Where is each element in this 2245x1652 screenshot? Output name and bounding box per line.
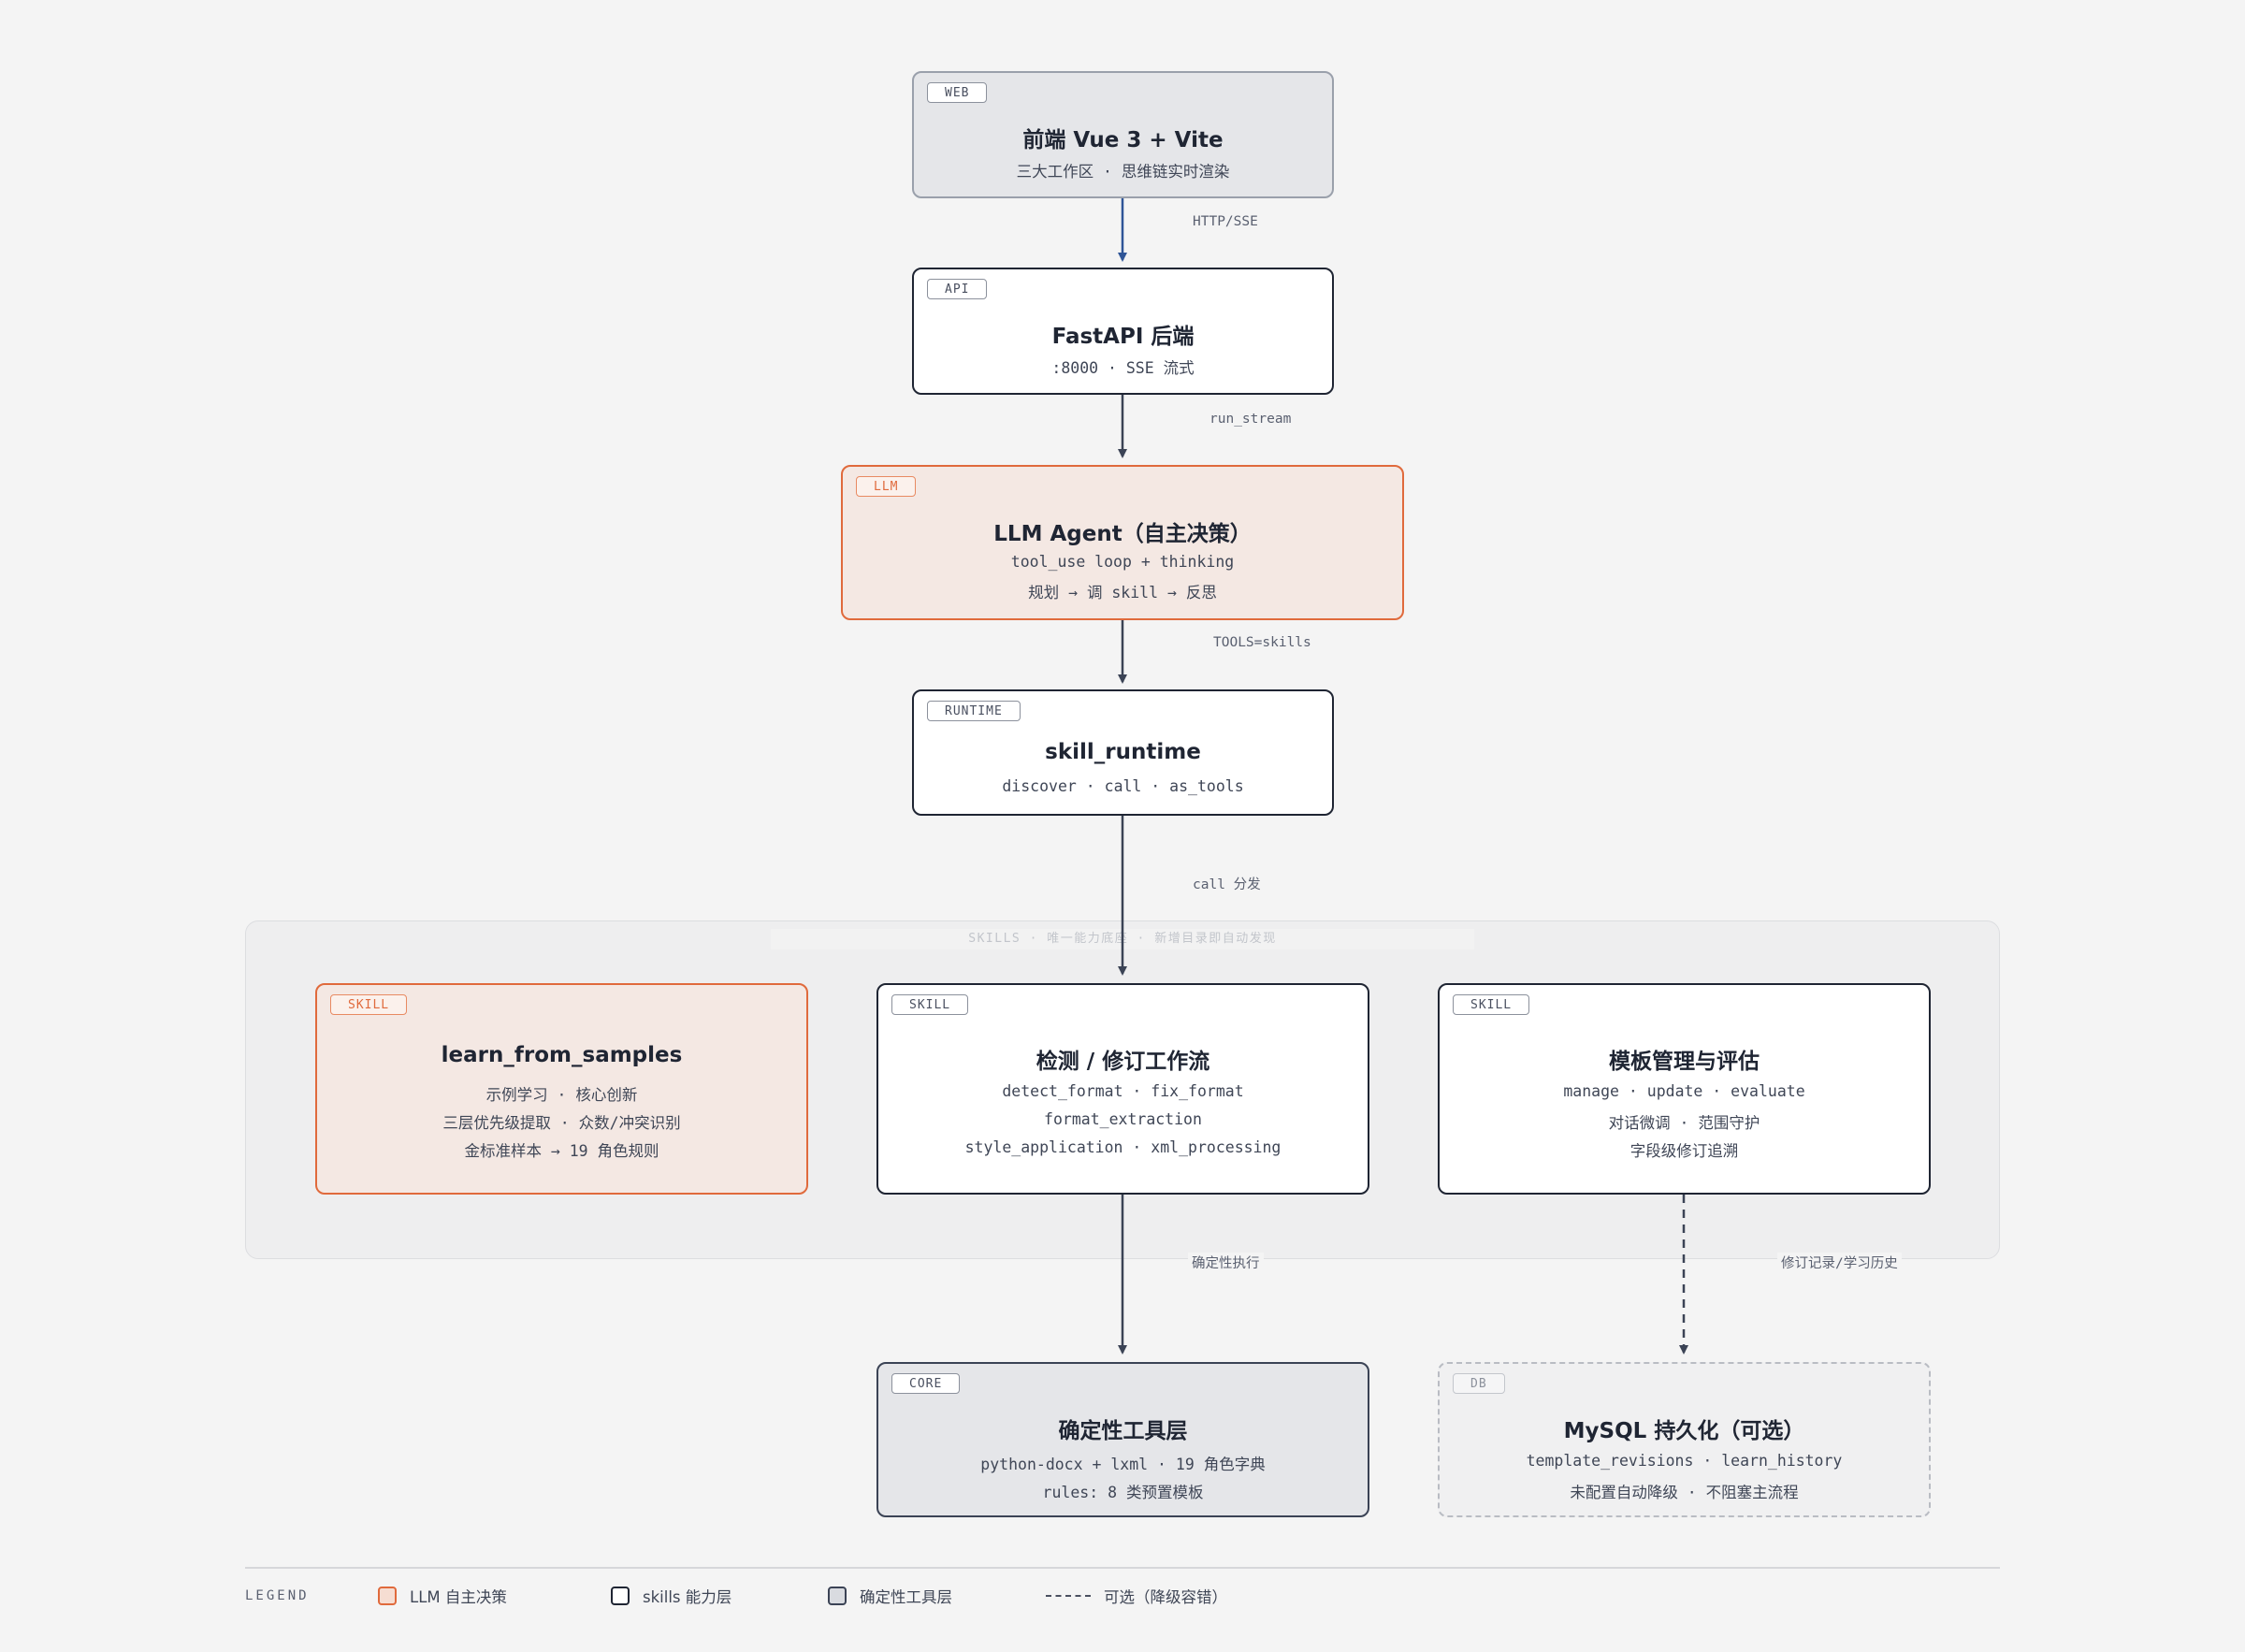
node-runtime-title: skill_runtime	[1045, 740, 1201, 764]
edge-label-template-db: 修订记录/学习历史	[1777, 1253, 1902, 1272]
node-db-tag: DB	[1453, 1373, 1505, 1394]
legend-swatch-llm	[378, 1587, 397, 1605]
node-runtime-line-1: discover · call · as_tools	[1002, 777, 1244, 795]
node-learn-line-2: 三层优先级提取 · 众数/冲突识别	[442, 1114, 681, 1132]
edge-label-api-llm: run_stream	[1209, 412, 1292, 427]
node-db-title: MySQL 持久化（可选）	[1563, 1419, 1805, 1443]
node-api-line-1: :8000 · SSE 流式	[1051, 359, 1195, 377]
node-web-title: 前端 Vue 3 + Vite	[1022, 128, 1224, 152]
node-learn-line-1: 示例学习 · 核心创新	[485, 1086, 638, 1104]
node-web-line-1: 三大工作区 · 思维链实时渲染	[1016, 163, 1230, 181]
legend-swatch-dashed-line	[1046, 1595, 1091, 1597]
legend-item-llm: LLM 自主决策	[378, 1585, 507, 1607]
node-core-tools: CORE 确定性工具层 python-docx + lxml · 19 角色字典…	[876, 1362, 1369, 1517]
node-web-frontend: WEB 前端 Vue 3 + Vite 三大工作区 · 思维链实时渲染	[912, 71, 1334, 198]
edge-label-llm-runtime: TOOLS=skills	[1213, 635, 1311, 650]
legend-label-skills: skills 能力层	[643, 1588, 732, 1606]
node-llm-tag: LLM	[856, 476, 917, 497]
edge-label-runtime-skills: call 分发	[1193, 877, 1261, 892]
legend-swatch-skills	[611, 1587, 630, 1605]
node-llm-agent: LLM LLM Agent（自主决策） tool_use loop + thin…	[841, 465, 1404, 620]
node-mysql-db: DB MySQL 持久化（可选） template_revisions · le…	[1438, 1362, 1931, 1517]
node-llm-title: LLM Agent（自主决策）	[993, 522, 1252, 546]
legend-divider	[245, 1567, 2000, 1569]
node-core-line-2: rules: 8 类预置模板	[1042, 1484, 1204, 1501]
node-api-title: FastAPI 后端	[1051, 325, 1195, 349]
node-api-backend: API FastAPI 后端 :8000 · SSE 流式	[912, 268, 1334, 395]
node-detect-line-1: detect_format · fix_format	[1002, 1082, 1244, 1100]
node-learn-line-3: 金标准样本 → 19 角色规则	[464, 1142, 659, 1160]
node-skill-detect-fix-workflow: SKILL 检测 / 修订工作流 detect_format · fix_for…	[876, 983, 1369, 1195]
node-template-line-1: manage · update · evaluate	[1563, 1082, 1805, 1100]
node-detect-line-3: style_application · xml_processing	[964, 1138, 1282, 1156]
legend-swatch-core	[828, 1587, 847, 1605]
legend-label-optional: 可选（降级容错）	[1104, 1588, 1227, 1606]
legend-title: LEGEND	[245, 1588, 310, 1603]
legend-label-llm: LLM 自主决策	[410, 1588, 507, 1606]
node-skill-learn-from-samples: SKILL learn_from_samples 示例学习 · 核心创新 三层优…	[315, 983, 808, 1195]
node-detect-tag: SKILL	[891, 994, 969, 1015]
node-detect-title: 检测 / 修订工作流	[1036, 1050, 1210, 1074]
node-template-line-3: 字段级修订追溯	[1629, 1142, 1739, 1160]
edge-label-detect-core: 确定性执行	[1188, 1253, 1264, 1272]
node-skill-template-management: SKILL 模板管理与评估 manage · update · evaluate…	[1438, 983, 1931, 1195]
node-api-tag: API	[927, 279, 988, 299]
node-core-tag: CORE	[891, 1373, 961, 1394]
node-db-line-1: template_revisions · learn_history	[1526, 1452, 1843, 1470]
legend-label-core: 确定性工具层	[860, 1588, 952, 1606]
node-learn-tag: SKILL	[330, 994, 408, 1015]
node-detect-line-2: format_extraction	[1044, 1110, 1202, 1128]
node-template-line-2: 对话微调 · 范围守护	[1608, 1114, 1760, 1132]
node-template-tag: SKILL	[1453, 994, 1530, 1015]
node-db-line-2: 未配置自动降级 · 不阻塞主流程	[1570, 1484, 1799, 1501]
node-learn-title: learn_from_samples	[441, 1043, 683, 1067]
node-core-title: 确定性工具层	[1058, 1419, 1188, 1443]
edge-label-web-api: HTTP/SSE	[1193, 214, 1258, 229]
legend-item-skills: skills 能力层	[611, 1585, 731, 1607]
node-template-title: 模板管理与评估	[1609, 1050, 1760, 1074]
legend-item-core: 确定性工具层	[828, 1585, 952, 1607]
node-core-line-1: python-docx + lxml · 19 角色字典	[980, 1456, 1266, 1473]
node-runtime-tag: RUNTIME	[927, 701, 1021, 721]
legend-item-optional: 可选（降级容错）	[1046, 1585, 1227, 1607]
node-llm-line-2: 规划 → 调 skill → 反思	[1028, 584, 1217, 601]
node-llm-line-1: tool_use loop + thinking	[1010, 553, 1235, 571]
node-web-tag: WEB	[927, 82, 988, 103]
node-skill-runtime: RUNTIME skill_runtime discover · call · …	[912, 689, 1334, 816]
